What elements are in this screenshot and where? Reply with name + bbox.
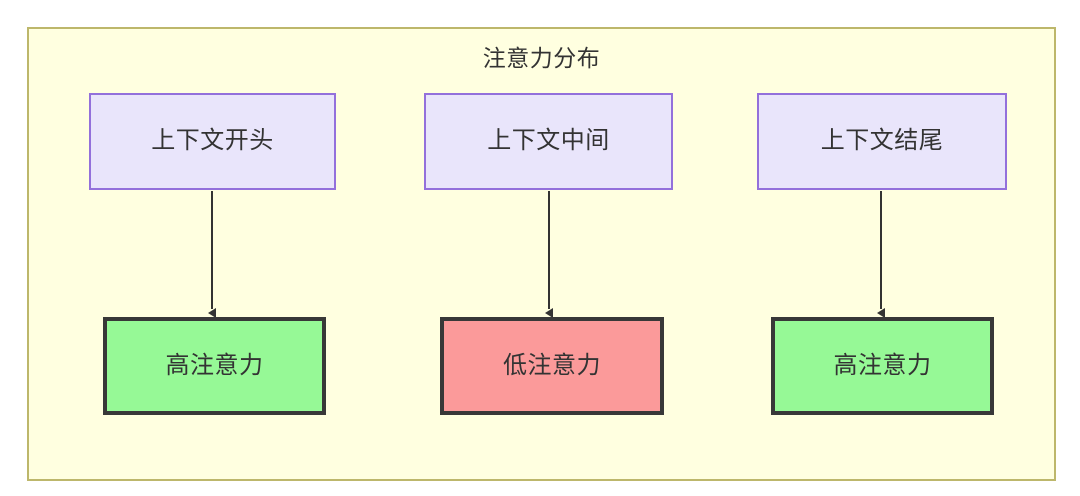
node-label: 低注意力 xyxy=(503,351,601,379)
node-attention-high-start[interactable]: 高注意力 xyxy=(103,317,326,415)
node-attention-high-end[interactable]: 高注意力 xyxy=(771,317,994,415)
node-context-middle[interactable]: 上下文中间 xyxy=(424,93,673,190)
node-label: 上下文结尾 xyxy=(820,127,944,155)
node-label: 高注意力 xyxy=(833,351,932,379)
node-label: 高注意力 xyxy=(165,351,264,379)
node-context-start[interactable]: 上下文开头 xyxy=(89,93,336,190)
node-label: 上下文开头 xyxy=(151,127,274,155)
node-attention-low-middle[interactable]: 低注意力 xyxy=(440,317,664,415)
node-context-end[interactable]: 上下文结尾 xyxy=(757,93,1007,190)
diagram-title: 注意力分布 xyxy=(482,45,601,71)
node-label: 上下文中间 xyxy=(487,127,610,155)
